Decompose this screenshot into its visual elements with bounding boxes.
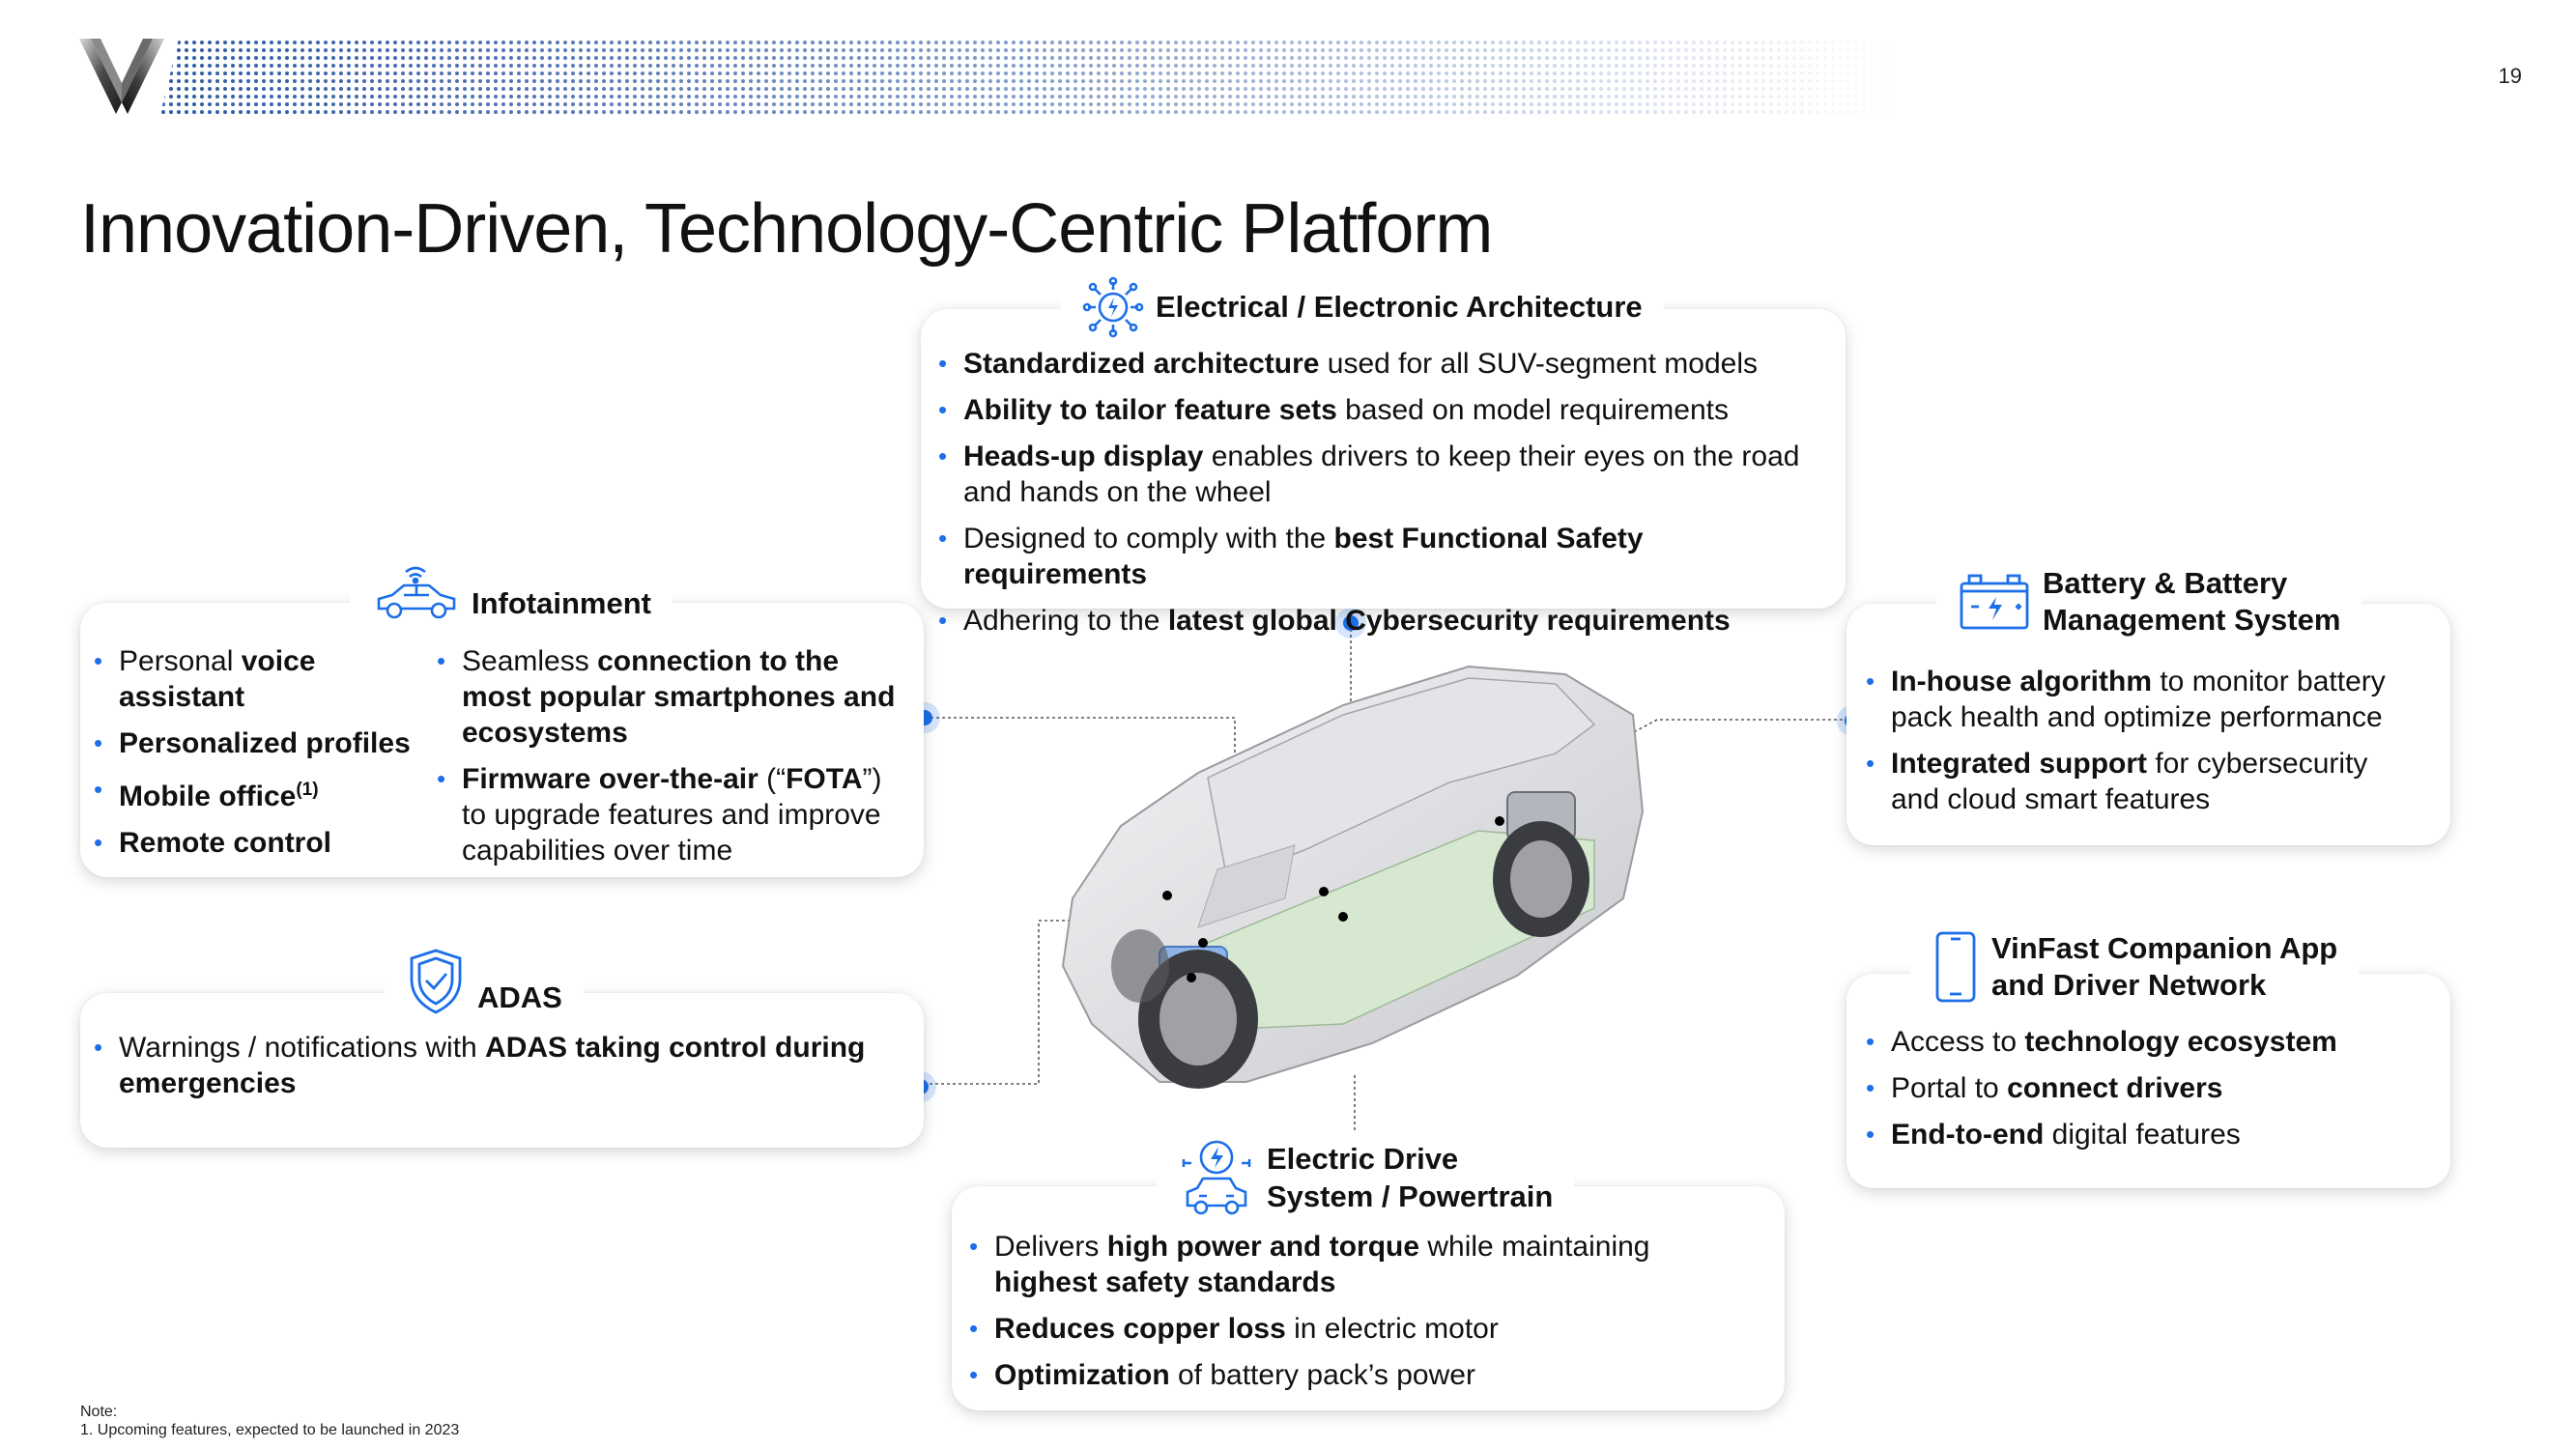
list-item: Personalized profiles <box>94 725 437 761</box>
page-number: 19 <box>2498 64 2522 88</box>
list-item: Ability to tailor feature sets based on … <box>938 392 1807 428</box>
list-item: Adhering to the latest global Cybersecur… <box>938 603 1807 639</box>
list-item: Personal voice assistant <box>94 643 437 715</box>
companion-app-title-line1: VinFast Companion App <box>1991 931 2338 965</box>
list-item: Remote control <box>94 825 437 861</box>
header-dot-pattern <box>159 39 1899 118</box>
list-item: Firmware over-the-air (“FOTA”) to upgrad… <box>437 761 910 868</box>
list-item: Optimization of battery pack’s power <box>969 1357 1760 1393</box>
list-item: Seamless connection to the most popular … <box>437 643 910 751</box>
eea-card: Standardized architecture used for all S… <box>921 309 1846 639</box>
adas-card: Warnings / notifications with ADAS takin… <box>80 993 924 1148</box>
list-item: Access to technology ecosystem <box>1866 1024 2423 1060</box>
smartphone-icon <box>1932 930 1980 1004</box>
companion-app-title-line2: and Driver Network <box>1991 968 2267 1002</box>
list-item: End-to-end digital features <box>1866 1117 2423 1152</box>
battery-header: Battery & Battery Management System <box>1936 558 2362 645</box>
eea-header: Electrical / Electronic Architecture <box>1061 276 1664 338</box>
electric-car-icon <box>1178 1138 1255 1217</box>
list-item: Heads-up display enables drivers to keep… <box>938 439 1807 510</box>
powertrain-title-line1: Electric Drive <box>1267 1142 1459 1176</box>
adas-title: ADAS <box>477 980 562 1014</box>
battery-title-line1: Battery & Battery <box>2043 566 2288 600</box>
list-item: Integrated support for cybersecurity and… <box>1866 746 2423 817</box>
list-item: Reduces copper loss in electric motor <box>969 1311 1760 1347</box>
infotainment-title: Infotainment <box>472 586 651 620</box>
powertrain-card: Delivers high power and torque while mai… <box>952 1186 1785 1410</box>
powertrain-header: Electric Drive System / Powertrain <box>1157 1134 1575 1221</box>
list-item: Mobile office(1) <box>94 772 437 814</box>
battery-icon <box>1958 570 2031 634</box>
list-item: Delivers high power and torque while mai… <box>969 1229 1760 1300</box>
shield-check-icon <box>406 947 466 1016</box>
gear-bolt-icon <box>1082 276 1144 338</box>
adas-header: ADAS <box>385 939 584 1022</box>
footnote: Note: 1. Upcoming features, expected to … <box>80 1403 459 1439</box>
vehicle-xray-illustration <box>1061 665 1645 1089</box>
powertrain-title-line2: System / Powertrain <box>1267 1179 1554 1213</box>
list-item: Warnings / notifications with ADAS takin… <box>94 1030 904 1101</box>
list-item: Portal to connect drivers <box>1866 1070 2423 1106</box>
footnote-label: Note: <box>80 1404 118 1420</box>
connected-car-icon <box>371 558 460 622</box>
companion-app-card: Access to technology ecosystem Portal to… <box>1846 974 2450 1188</box>
eea-title: Electrical / Electronic Architecture <box>1156 290 1643 324</box>
footnote-line: 1. Upcoming features, expected to be lau… <box>80 1422 460 1438</box>
infotainment-card: Personal voice assistant Personalized pr… <box>80 603 924 877</box>
slide-title: Innovation-Driven, Technology-Centric Pl… <box>80 190 1493 268</box>
infotainment-header: Infotainment <box>350 558 673 628</box>
battery-title-line2: Management System <box>2043 603 2341 637</box>
companion-app-header: VinFast Companion App and Driver Network <box>1910 925 2360 1009</box>
list-item: Standardized architecture used for all S… <box>938 346 1807 382</box>
vinfast-logo <box>77 35 166 118</box>
list-item: In-house algorithm to monitor battery pa… <box>1866 664 2423 735</box>
list-item: Designed to comply with the best Functio… <box>938 521 1807 592</box>
